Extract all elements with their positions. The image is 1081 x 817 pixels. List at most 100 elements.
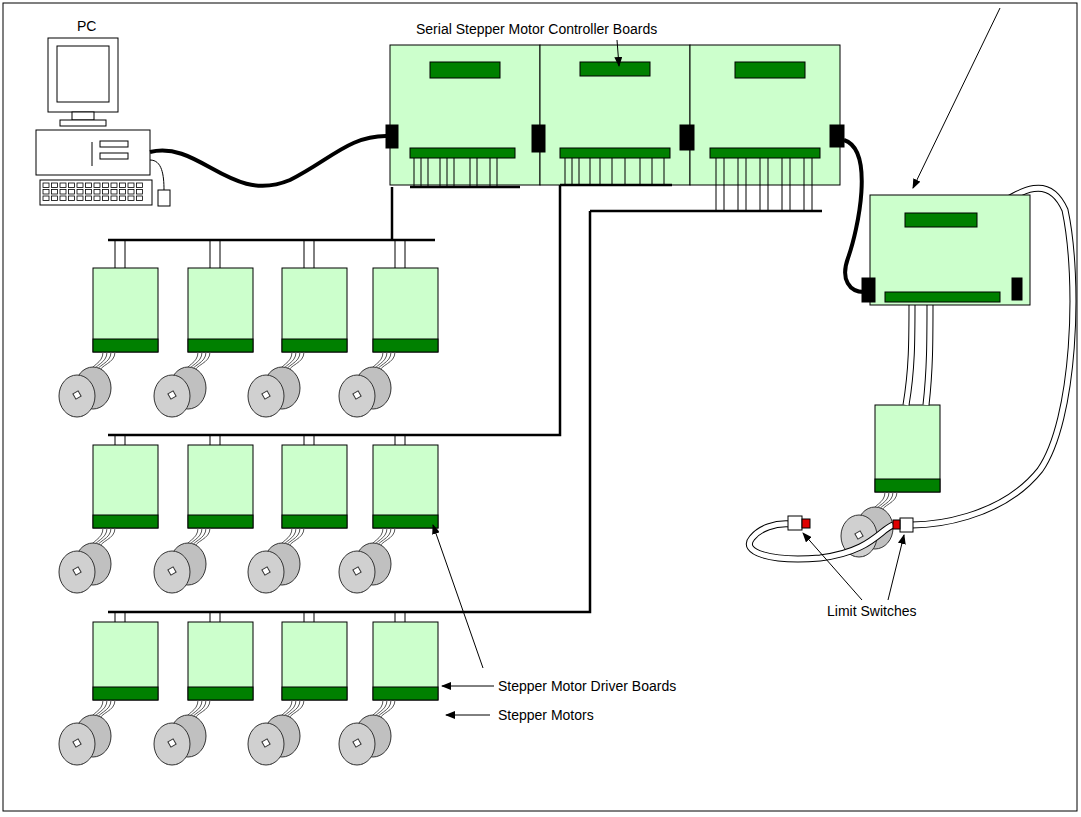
key [86, 183, 92, 188]
label: Stepper Motors [497, 707, 595, 723]
key [111, 190, 117, 195]
driver-pin [405, 612, 406, 622]
key [137, 196, 143, 201]
motor-face [59, 723, 95, 765]
keyboard-keys [43, 183, 143, 201]
motor-shaft [353, 739, 361, 747]
driver-connector [93, 515, 158, 528]
pin [470, 158, 471, 187]
motor-face [248, 375, 284, 417]
daisy-cable [844, 140, 864, 292]
key [120, 183, 126, 188]
key [77, 196, 83, 201]
key [43, 183, 49, 188]
key [43, 190, 49, 195]
driver-board [282, 622, 347, 700]
driver-pin [210, 240, 211, 268]
driver-pin [395, 435, 396, 445]
key [52, 196, 58, 201]
driver-connector [188, 339, 253, 352]
driver-board [93, 622, 158, 700]
motor-face [59, 375, 95, 417]
label: Limit Switches [826, 603, 917, 619]
pin [790, 158, 791, 211]
driver-board [93, 268, 158, 352]
pin [579, 158, 580, 185]
key [60, 183, 66, 188]
driver-pin [115, 612, 116, 622]
key [137, 183, 143, 188]
loop-cables [749, 188, 1073, 559]
driver-pin [304, 435, 305, 445]
driver-rows [59, 240, 940, 765]
key [86, 196, 92, 201]
controller-boards [386, 45, 844, 185]
pin [804, 158, 805, 211]
driver-pin [314, 612, 315, 622]
pc-icon [36, 38, 170, 206]
motor-face [154, 723, 190, 765]
key [137, 190, 143, 195]
pin [716, 158, 717, 211]
driver-board [188, 268, 253, 352]
driver-board [282, 268, 347, 352]
pin [572, 158, 573, 185]
driver-pin [220, 435, 221, 445]
key [69, 190, 75, 195]
driver-pin [395, 240, 396, 268]
driver-pin [405, 435, 406, 445]
pin [782, 158, 783, 211]
limit-switches [788, 516, 913, 532]
label: Stepper Motor Driver Boards [497, 678, 677, 694]
pin [414, 158, 415, 187]
motor-face [154, 375, 190, 417]
pin [428, 158, 429, 187]
pin [760, 158, 761, 211]
driver-connector [282, 687, 347, 700]
pin [447, 158, 448, 187]
key [103, 190, 109, 195]
motor-shaft [262, 567, 270, 575]
serial-cable [150, 136, 388, 186]
key [128, 183, 134, 188]
driver-pin [314, 435, 315, 445]
motor-shaft [73, 739, 81, 747]
driver-board [188, 622, 253, 700]
driver-board [373, 445, 438, 528]
key [120, 190, 126, 195]
pin [440, 158, 441, 187]
pin [738, 158, 739, 211]
motor-face [154, 551, 190, 593]
pin [625, 158, 626, 185]
pin [497, 158, 498, 187]
driver-connector [373, 515, 438, 528]
driver-board [282, 445, 347, 528]
key [60, 196, 66, 201]
motor-shaft [73, 391, 81, 399]
key [111, 196, 117, 201]
driver-board [93, 445, 158, 528]
key [52, 190, 58, 195]
key [103, 196, 109, 201]
pin [565, 158, 566, 185]
driver-pin [220, 612, 221, 622]
driver-connector [93, 687, 158, 700]
driver-board [373, 268, 438, 352]
pin [746, 158, 747, 211]
key [94, 196, 100, 201]
driver-pin [210, 435, 211, 445]
key [103, 183, 109, 188]
motor-face [248, 723, 284, 765]
driver-pin [115, 240, 116, 268]
motor-face [59, 551, 95, 593]
pin [812, 158, 813, 211]
pin [724, 158, 725, 211]
key [69, 196, 75, 201]
pin [421, 158, 422, 187]
driver-connector [282, 515, 347, 528]
key [128, 190, 134, 195]
motor-face [248, 551, 284, 593]
driver-pin [304, 240, 305, 268]
